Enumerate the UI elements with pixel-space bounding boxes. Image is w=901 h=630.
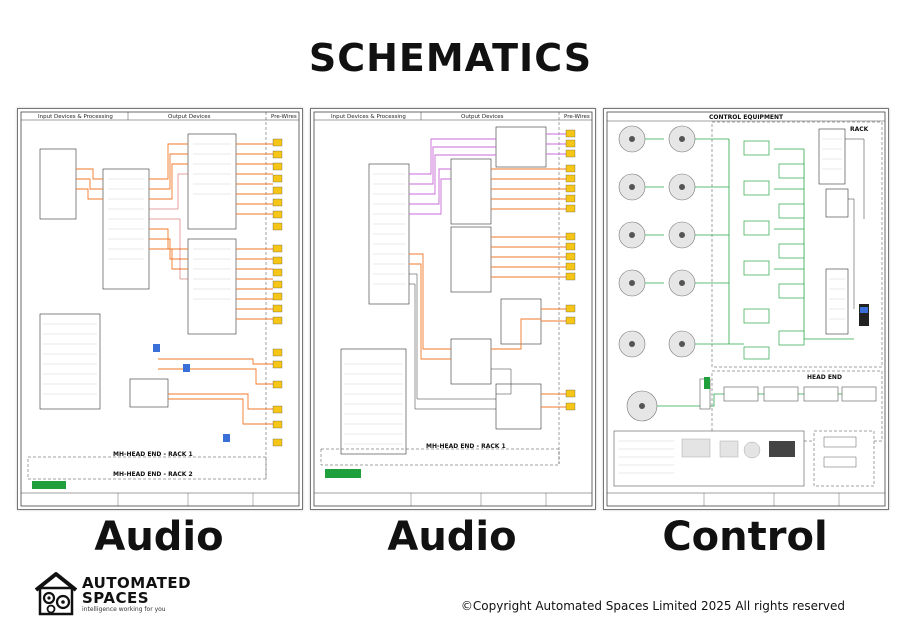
sheet3-header-headend: HEAD END xyxy=(807,374,842,381)
sheet-label-audio-1: Audio xyxy=(94,514,224,560)
control-schematic-drawing: CONTROL EQUIPMENT RACK HEAD END xyxy=(606,111,886,507)
sheet1-header-input: Input Devices & Processing xyxy=(38,114,113,120)
sheet1-footer-rack2: MH-HEAD END - RACK 2 xyxy=(113,471,193,478)
sheet-label-audio-2: Audio xyxy=(387,514,517,560)
sheet3-header-rack: RACK xyxy=(850,126,869,133)
logo-wordmark-line1: AUTOMATED xyxy=(82,574,192,592)
audio-schematic-drawing-1: Input Devices & Processing Output Device… xyxy=(20,111,300,507)
sheet3-header-control: CONTROL EQUIPMENT xyxy=(709,114,784,121)
sheet1-footer-rack1: MH-HEAD END - RACK 1 xyxy=(113,451,193,458)
logo-tagline: intelligence working for you xyxy=(82,606,166,613)
sheet2-header-input: Input Devices & Processing xyxy=(331,114,406,120)
sheet-label-control: Control xyxy=(662,514,828,560)
sheet2-header-prewires: Pre-Wires xyxy=(564,114,590,120)
sheet1-header-output: Output Devices xyxy=(168,114,211,120)
audio-schematic-sheet-1: Input Devices & Processing Output Device… xyxy=(17,108,303,510)
automated-spaces-logo: AUTOMATED SPACES intelligence working fo… xyxy=(34,568,224,618)
audio-schematic-sheet-2: Input Devices & Processing Output Device… xyxy=(310,108,596,510)
sheet1-header-prewires: Pre-Wires xyxy=(271,114,297,120)
sheet2-footer-rack1: MH-HEAD END - RACK 1 xyxy=(426,443,506,450)
audio-schematic-drawing-2: Input Devices & Processing Output Device… xyxy=(313,111,593,507)
copyright-notice: ©Copyright Automated Spaces Limited 2025… xyxy=(460,599,845,613)
page-title: SCHEMATICS xyxy=(308,36,593,80)
logo-wordmark-line2: SPACES xyxy=(82,589,150,607)
house-gears-icon xyxy=(34,572,78,616)
sheet2-header-output: Output Devices xyxy=(461,114,504,120)
control-schematic-sheet: CONTROL EQUIPMENT RACK HEAD END xyxy=(603,108,889,510)
